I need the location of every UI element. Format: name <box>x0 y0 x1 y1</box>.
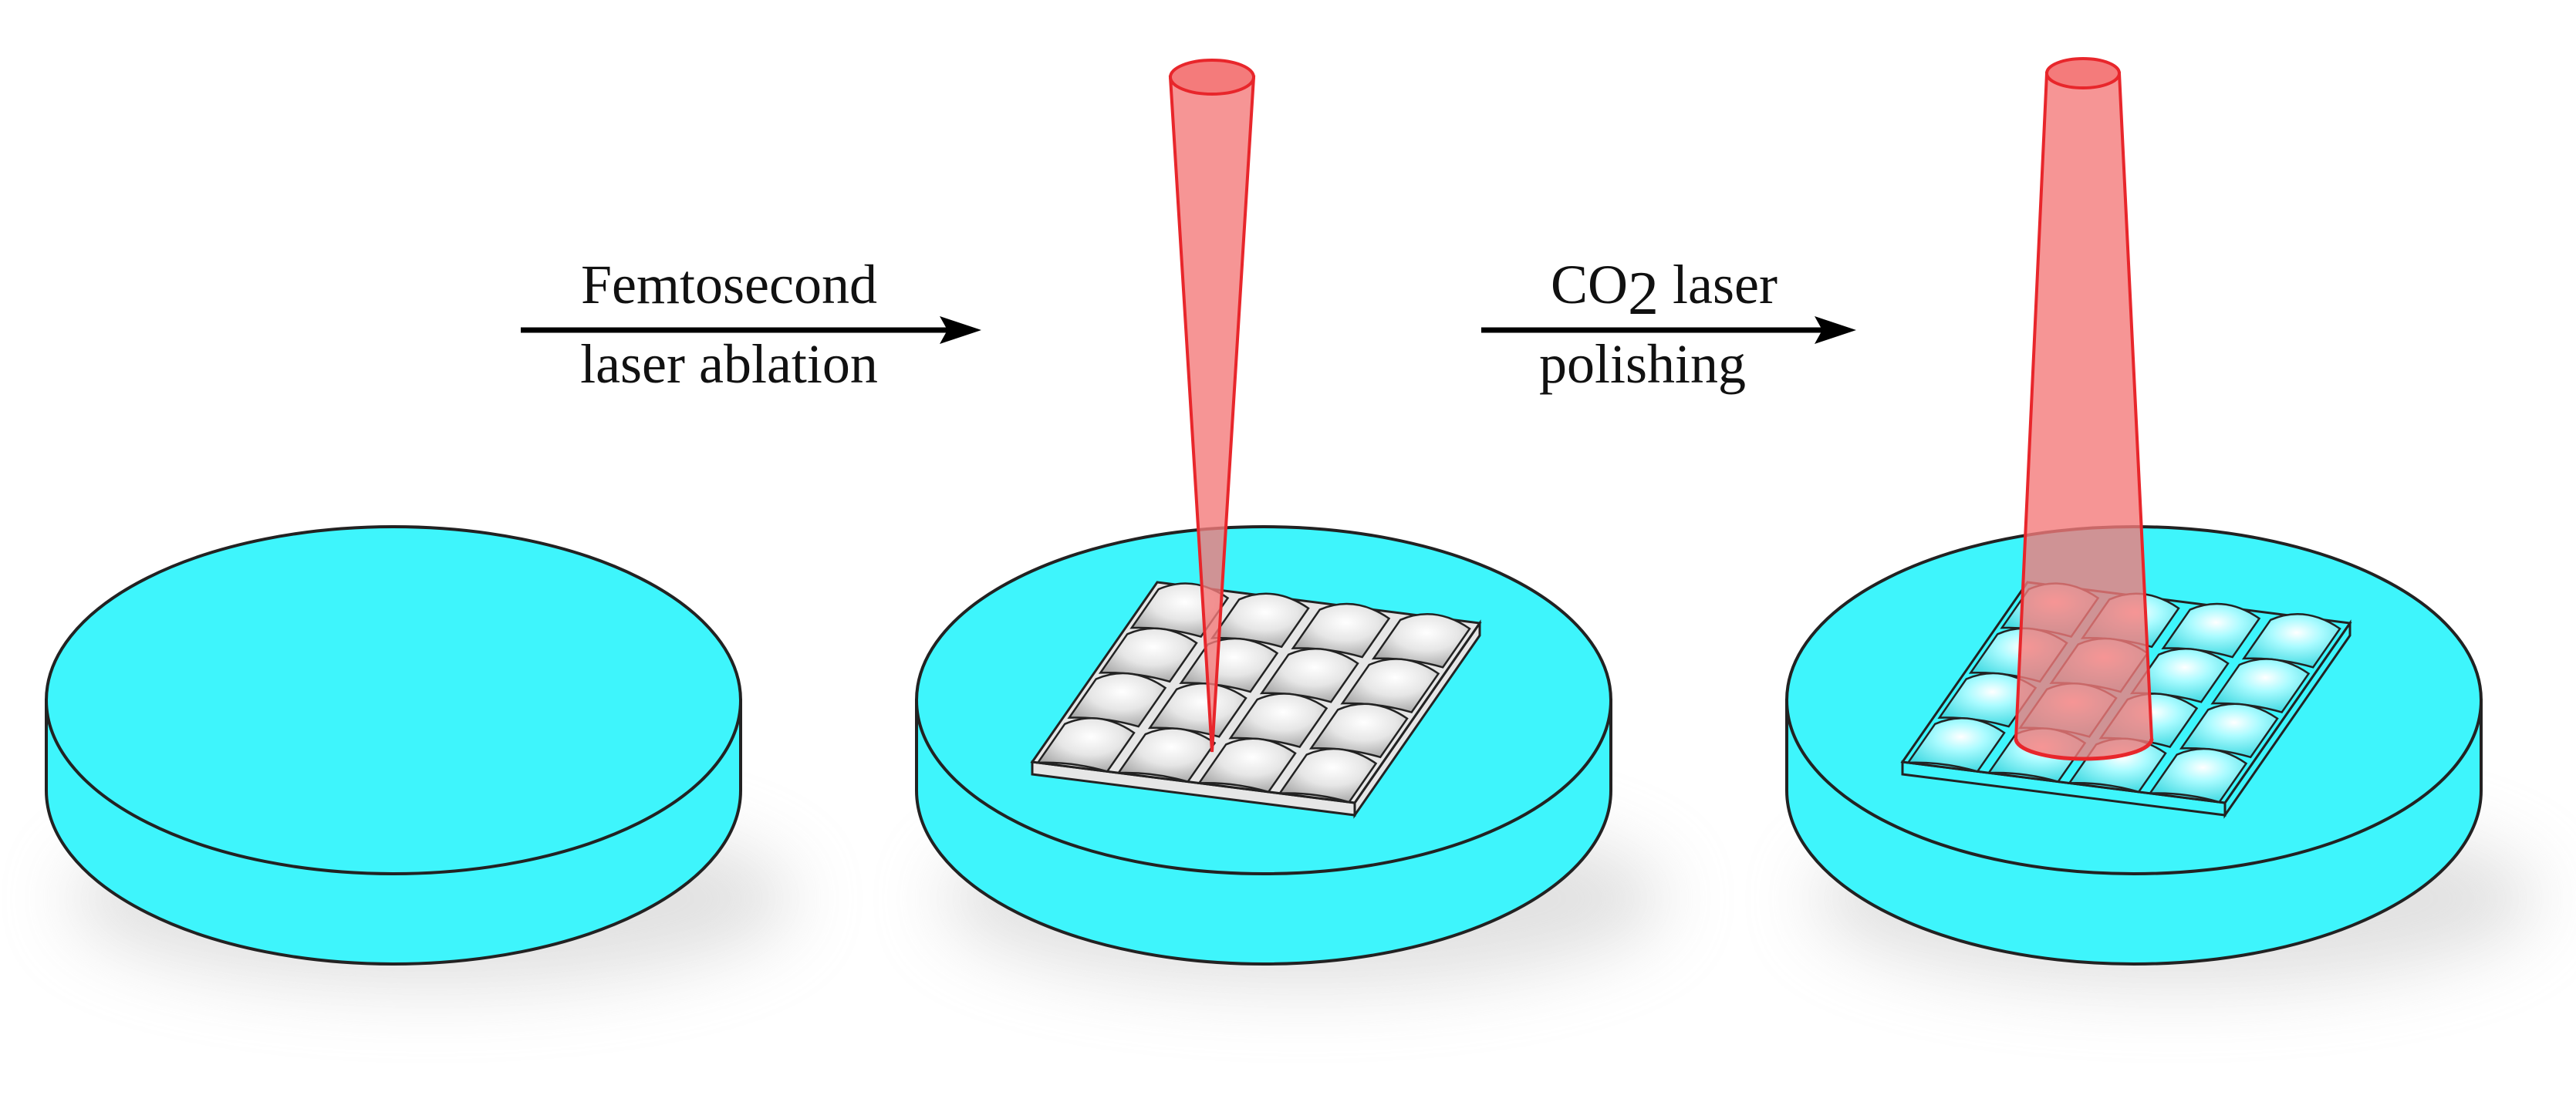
step-arrow-ablation: Femtosecond laser ablation <box>521 254 981 395</box>
step-label-line2: laser ablation <box>580 333 878 395</box>
co2-beam <box>2014 57 2154 761</box>
step-label-line1: Femtosecond <box>581 254 877 315</box>
microlens <box>1035 717 1136 773</box>
disk-top <box>45 525 742 875</box>
substrate-disk-initial <box>45 525 795 987</box>
microlens <box>1116 727 1217 784</box>
microlens <box>1906 717 2006 773</box>
microlens <box>1278 747 1378 804</box>
beam-cone <box>2014 72 2154 760</box>
microlens <box>1197 737 1297 794</box>
step-label-line2: polishing <box>1539 333 1746 395</box>
microlens <box>2148 747 2248 804</box>
beam-aperture <box>1169 59 1255 96</box>
femtosecond-beam <box>1168 59 1256 753</box>
step-label-line1: CO2 laser <box>1551 254 1778 328</box>
arrowhead <box>940 316 981 344</box>
step-arrow-polishing: CO2 laser polishing <box>1481 254 1856 395</box>
beam-spot-edge <box>2014 738 2154 761</box>
substrate-disk-polished <box>1785 57 2538 987</box>
arrowhead <box>1815 316 1856 344</box>
microlens-array-ablated <box>1030 581 1482 819</box>
substrate-disk-ablated <box>915 59 1666 987</box>
beam-aperture <box>2045 57 2121 89</box>
